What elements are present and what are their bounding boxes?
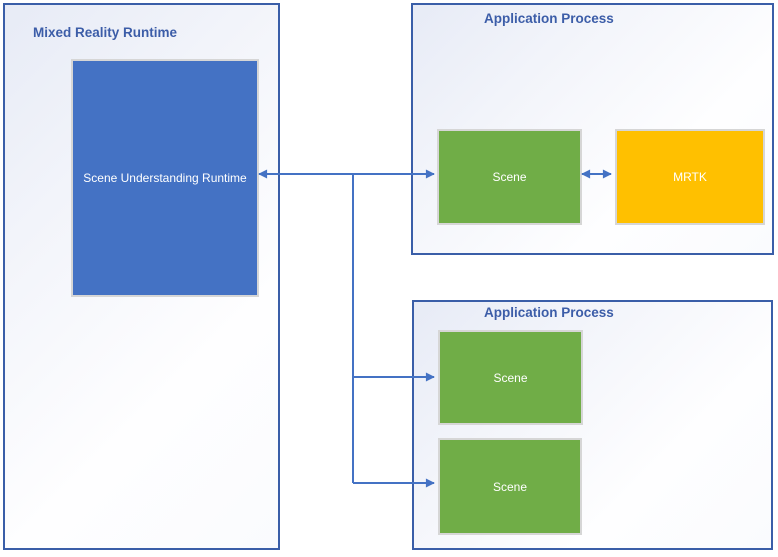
container-application-process-top: Application Process Scene MRTK (411, 3, 774, 255)
container-mixed-reality-runtime: Mixed Reality Runtime Scene Understandin… (3, 3, 280, 550)
node-label: Scene Understanding Runtime (83, 171, 247, 185)
node-scene-understanding-runtime: Scene Understanding Runtime (71, 59, 259, 297)
node-label: MRTK (673, 170, 707, 184)
node-label: Scene (492, 479, 528, 494)
node-label: Scene (492, 170, 527, 184)
node-scene-bottom-2: Scene (438, 438, 582, 535)
container-title-mixed-reality-runtime: Mixed Reality Runtime (33, 25, 178, 40)
node-scene-bottom-1: Scene (438, 330, 583, 425)
container-title-application-process-top: Application Process (484, 11, 614, 26)
container-application-process-bottom: Application Process Scene Scene (412, 300, 773, 550)
node-scene-top: Scene (437, 129, 582, 225)
node-mrtk: MRTK (615, 129, 765, 225)
node-label: Scene (493, 370, 528, 385)
container-title-application-process-bottom: Application Process (484, 305, 614, 320)
